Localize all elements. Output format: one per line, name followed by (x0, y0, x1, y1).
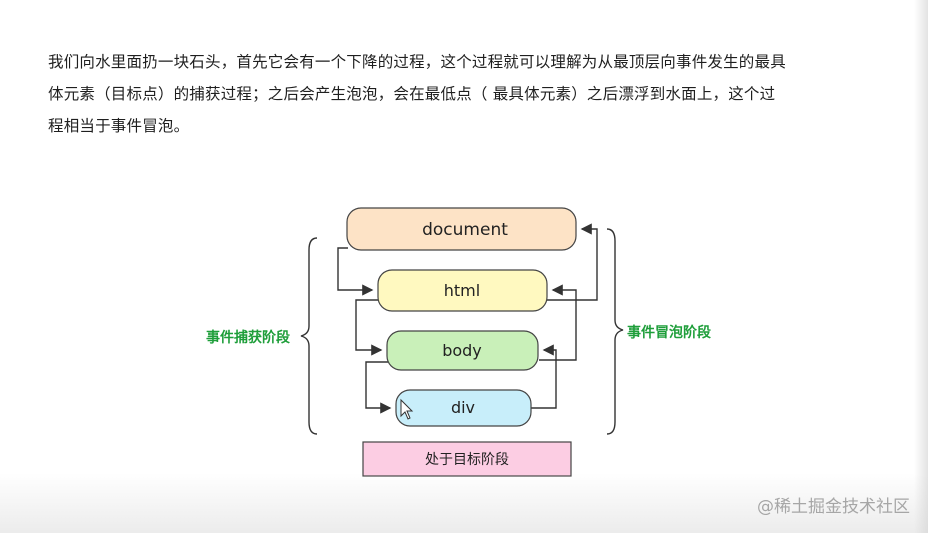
node-document: document (346, 207, 577, 251)
paragraph-line-1: 我们向水里面扔一块石头，首先它会有一个下降的过程，这个过程就可以理解为从最顶层向… (48, 53, 786, 71)
watermark: @稀土掘金技术社区 (757, 497, 910, 517)
mouse-cursor-icon (400, 398, 414, 420)
paragraph-line-3: 程相当于事件冒泡。 (48, 117, 190, 135)
bubble-brace (606, 228, 624, 435)
node-body-label: body (442, 341, 482, 360)
capture-arrows (337, 247, 392, 414)
bottom-shadow (0, 473, 928, 533)
node-div: div (395, 389, 532, 427)
node-div-label: div (451, 398, 475, 417)
capture-phase-label: 事件捕获阶段 (206, 329, 290, 346)
node-document-label: document (422, 220, 508, 240)
bubble-arrows (531, 223, 598, 409)
target-phase-box: 处于目标阶段 (362, 441, 572, 477)
node-body: body (386, 330, 539, 371)
capture-brace (300, 237, 318, 435)
bubble-phase-label: 事件冒泡阶段 (627, 324, 711, 341)
node-html: html (377, 269, 548, 312)
paragraph-line-2: 体元素（目标点）的捕获过程；之后会产生泡泡，会在最低点（ 最具体元素）之后漂浮到… (48, 85, 776, 103)
right-edge-shadow (914, 0, 928, 533)
node-html-label: html (444, 281, 480, 300)
target-phase-label: 处于目标阶段 (425, 452, 509, 468)
description-paragraph: 我们向水里面扔一块石头，首先它会有一个下降的过程，这个过程就可以理解为从最顶层向… (48, 46, 848, 142)
